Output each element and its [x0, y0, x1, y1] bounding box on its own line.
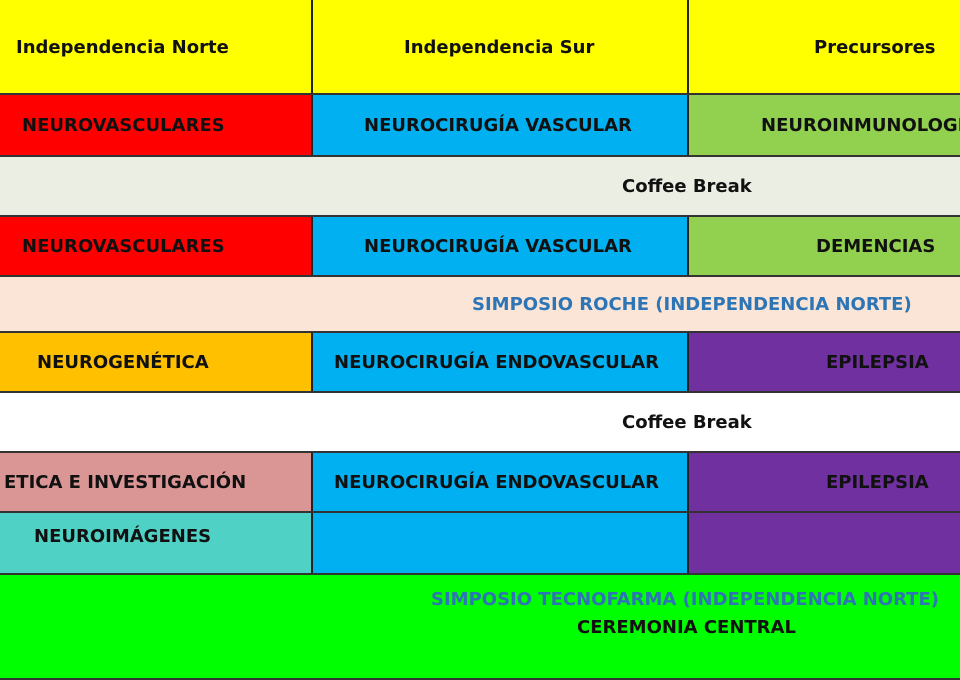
session-label: NEUROCIRUGÍA VASCULAR — [364, 114, 632, 136]
column-divider — [687, 452, 689, 574]
session-label: EPILEPSIA — [826, 471, 929, 493]
coffee-break-label: Coffee Break — [622, 411, 752, 433]
session-label: DEMENCIAS — [816, 235, 936, 257]
session-neurogenetica: NEUROGENÉTICA — [0, 332, 312, 392]
session-label: NEUROCIRUGÍA ENDOVASCULAR — [334, 471, 660, 493]
session-empty-sur — [312, 512, 688, 574]
session-empty-precursores — [688, 512, 960, 574]
column-divider — [687, 216, 689, 276]
session-label: NEUROIMÁGENES — [34, 526, 212, 547]
session-neurocirugia-vascular: NEUROCIRUGÍA VASCULAR — [312, 216, 688, 276]
session-neurocirugia-vascular: NEUROCIRUGÍA VASCULAR — [312, 94, 688, 156]
header-label: Precursores — [814, 36, 936, 58]
header-label: Independencia Norte — [16, 36, 229, 58]
simposio-tecnofarma-label: SIMPOSIO TECNOFARMA (INDEPENDENCIA NORTE… — [431, 589, 939, 610]
simposio-label: SIMPOSIO ROCHE (INDEPENDENCIA NORTE) — [472, 293, 912, 315]
row-divider — [0, 573, 960, 575]
column-divider — [311, 332, 313, 392]
column-divider — [687, 332, 689, 392]
session-label: ETICA E INVESTIGACIÓN — [4, 471, 247, 493]
row-divider — [0, 451, 960, 453]
column-divider — [687, 0, 689, 94]
session-label: NEUROVASCULARES — [22, 235, 225, 257]
session-demencias: DEMENCIAS — [688, 216, 960, 276]
row-divider — [0, 215, 960, 217]
session-label: NEUROGENÉTICA — [37, 351, 209, 373]
header-independencia-sur: Independencia Sur — [312, 0, 688, 94]
coffee-break-row: Coffee Break — [0, 392, 960, 452]
session-epilepsia: EPILEPSIA — [688, 332, 960, 392]
session-neurocirugia-endovascular: NEUROCIRUGÍA ENDOVASCULAR — [312, 452, 688, 512]
session-neuroimagenes: NEUROIMÁGENES — [0, 512, 312, 574]
column-divider — [311, 452, 313, 574]
column-divider — [687, 94, 689, 156]
ceremonia-central-label: CEREMONIA CENTRAL — [577, 617, 796, 638]
session-epilepsia: EPILEPSIA — [688, 452, 960, 512]
simposio-roche-row: SIMPOSIO ROCHE (INDEPENDENCIA NORTE) — [0, 276, 960, 332]
session-neurovasculares: NEUROVASCULARES — [0, 216, 312, 276]
column-divider — [311, 0, 313, 94]
header-independencia-norte: Independencia Norte — [0, 0, 312, 94]
closing-row: SIMPOSIO TECNOFARMA (INDEPENDENCIA NORTE… — [0, 574, 960, 680]
coffee-break-row: Coffee Break — [0, 156, 960, 216]
row-divider — [0, 275, 960, 277]
session-label: NEUROCIRUGÍA ENDOVASCULAR — [334, 351, 660, 373]
row-divider — [0, 155, 960, 157]
session-label: NEUROINMUNOLOGÍA — [761, 114, 960, 136]
column-divider — [311, 94, 313, 156]
row-divider — [0, 93, 960, 95]
session-label: EPILEPSIA — [826, 351, 929, 373]
row-divider — [0, 511, 960, 513]
column-divider — [311, 216, 313, 276]
header-precursores: Precursores — [688, 0, 960, 94]
session-neuroinmunologia: NEUROINMUNOLOGÍA — [688, 94, 960, 156]
session-neurovasculares: NEUROVASCULARES — [0, 94, 312, 156]
session-label: NEUROCIRUGÍA VASCULAR — [364, 235, 632, 257]
row-divider — [0, 391, 960, 393]
coffee-break-label: Coffee Break — [622, 175, 752, 197]
row-divider — [0, 678, 960, 680]
session-label: NEUROVASCULARES — [22, 114, 225, 136]
session-etica-investigacion: ETICA E INVESTIGACIÓN — [0, 452, 312, 512]
row-divider — [0, 331, 960, 333]
header-label: Independencia Sur — [404, 36, 595, 58]
session-neurocirugia-endovascular: NEUROCIRUGÍA ENDOVASCULAR — [312, 332, 688, 392]
